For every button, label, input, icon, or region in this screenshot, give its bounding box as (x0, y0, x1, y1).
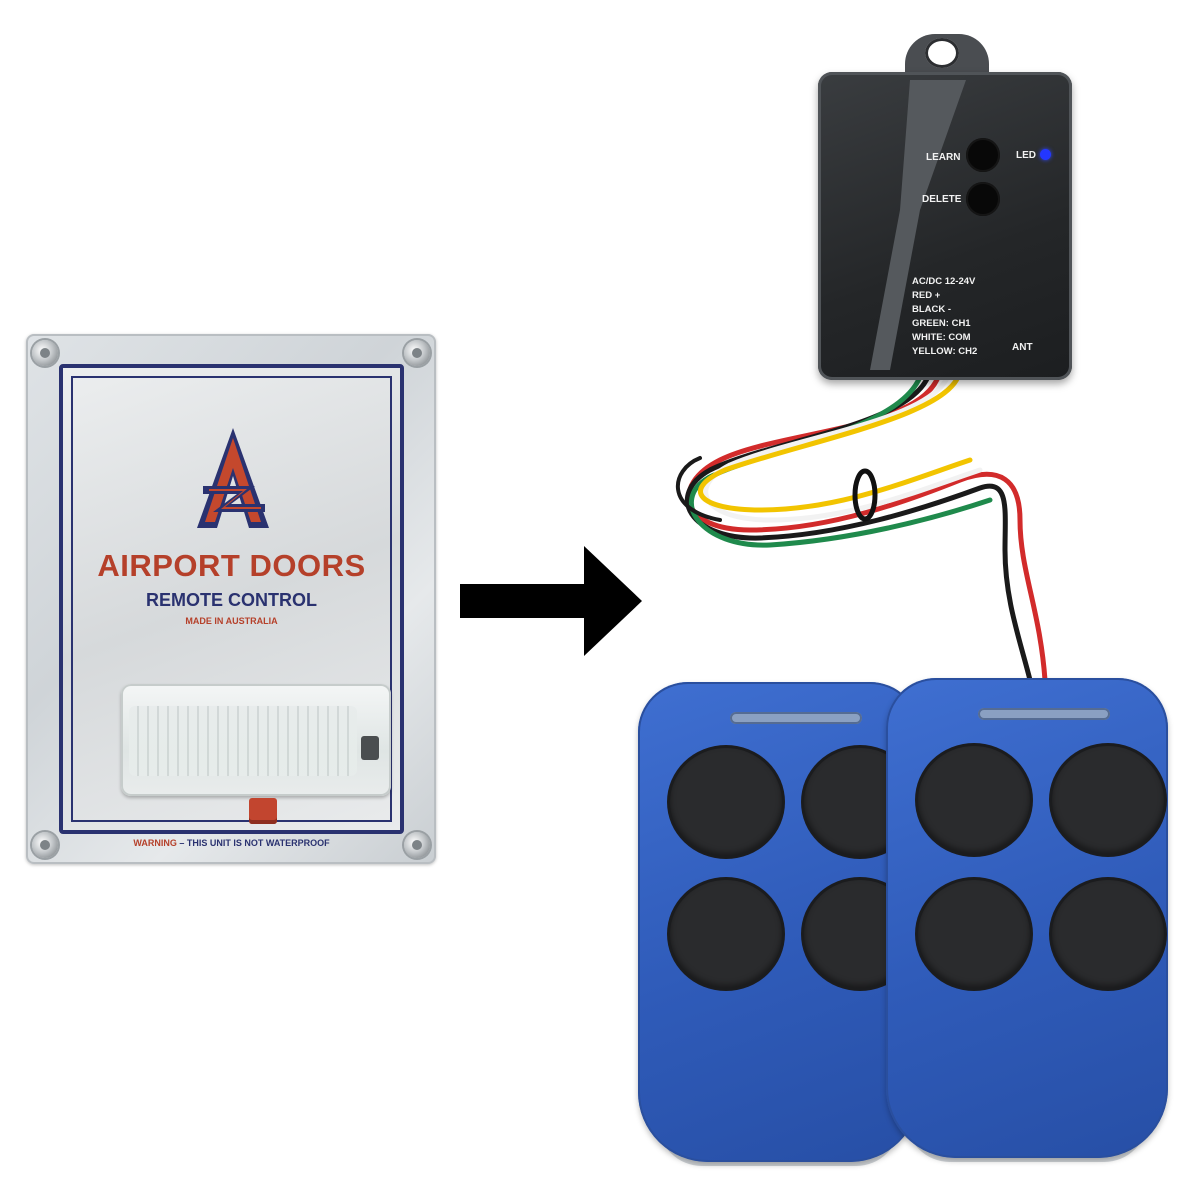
delete-label: DELETE (922, 194, 962, 205)
remote-button-4[interactable] (1052, 880, 1164, 988)
warning-label: WARNING – THIS UNIT IS NOT WATERPROOF (63, 838, 400, 848)
screw-icon (32, 340, 58, 366)
red-push-button (249, 798, 277, 824)
switch-housing (121, 684, 391, 796)
label-inner-border (71, 376, 392, 822)
switch-lens (129, 706, 357, 776)
spec-line: GREEN: CH1 (912, 318, 971, 329)
spec-line: WHITE: COM (912, 332, 971, 343)
remote-button-3[interactable] (670, 880, 782, 988)
learn-label: LEARN (926, 152, 961, 163)
remote-button-2[interactable] (1052, 746, 1164, 854)
remote-button-1[interactable] (670, 748, 782, 856)
airport-doors-logo-icon (197, 428, 269, 528)
delete-button[interactable] (966, 182, 1000, 216)
screw-icon (404, 832, 430, 858)
slide-switch-knob (361, 736, 379, 760)
mount-hole (925, 38, 959, 68)
arrow-right-icon (460, 546, 642, 656)
ant-label: ANT (1012, 342, 1033, 353)
receiver-accent-strip (870, 80, 966, 370)
remote-led-window (730, 712, 862, 724)
remote-fob-right (886, 678, 1168, 1162)
made-in-label: MADE IN AUSTRALIA (185, 616, 278, 626)
spec-line: RED + (912, 290, 941, 301)
warning-text: – THIS UNIT IS NOT WATERPROOF (176, 838, 330, 848)
remote-button-1[interactable] (918, 746, 1030, 854)
receiver-spec-list: AC/DC 12-24V RED + BLACK - GREEN: CH1 WH… (912, 275, 977, 359)
remote-button-3[interactable] (918, 880, 1030, 988)
spec-line: AC/DC 12-24V (912, 276, 976, 287)
warning-prefix: WARNING (133, 838, 177, 848)
spec-line: YELLOW: CH2 (912, 346, 978, 357)
old-remote-receiver-box: AIRPORT DOORS REMOTE CONTROL MADE IN AUS… (26, 334, 436, 864)
brand-name: AIRPORT DOORS (97, 548, 366, 583)
spec-line: BLACK - (912, 304, 952, 315)
screw-icon (32, 832, 58, 858)
receiver-wire-harness (676, 370, 1048, 683)
screw-icon (404, 340, 430, 366)
remote-fob-left (638, 682, 920, 1166)
remote-led-window (978, 708, 1110, 720)
led-indicator-icon (1040, 149, 1051, 160)
brand-subtitle: REMOTE CONTROL (146, 590, 317, 610)
learn-button[interactable] (966, 138, 1000, 172)
led-label: LED (1016, 150, 1036, 161)
label-plate: AIRPORT DOORS REMOTE CONTROL MADE IN AUS… (59, 364, 404, 848)
